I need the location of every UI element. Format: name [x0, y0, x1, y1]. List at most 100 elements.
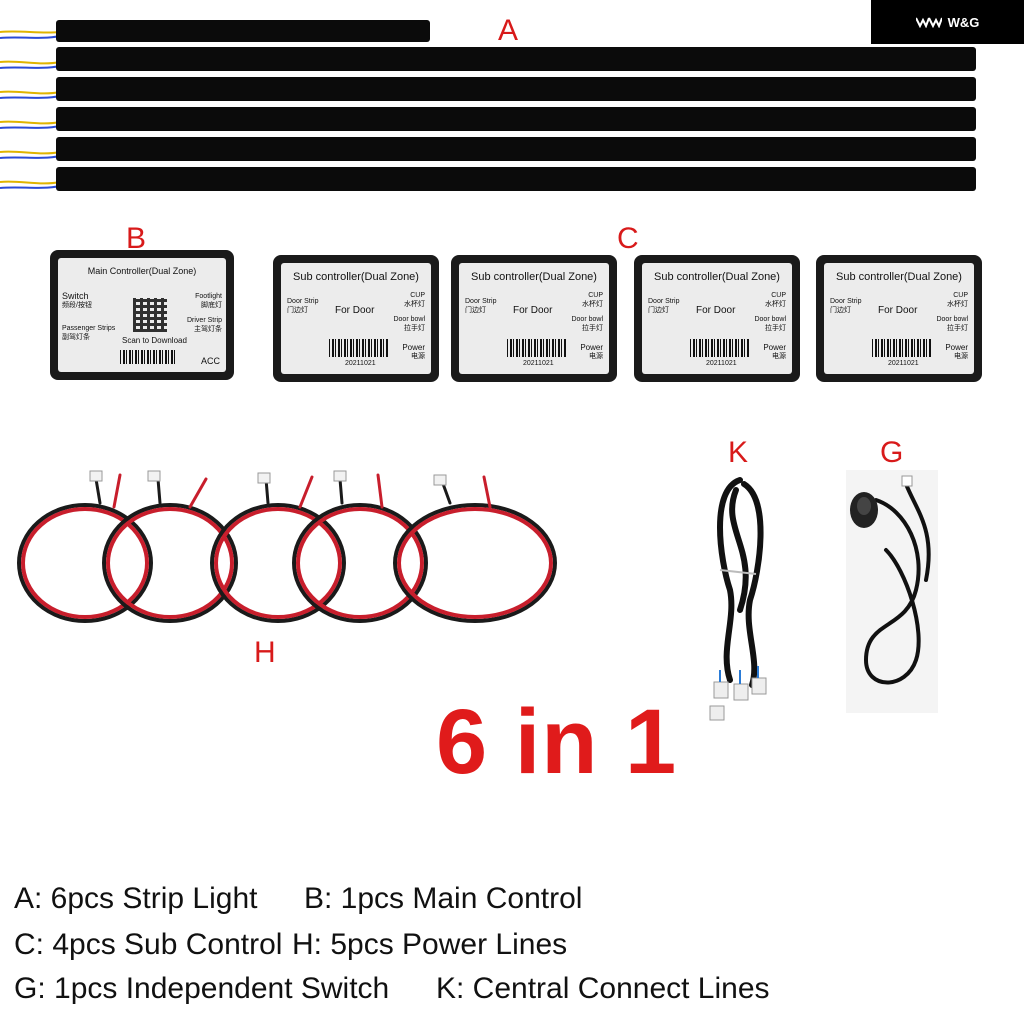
sc-cup-cn: 水杯灯	[765, 301, 786, 308]
strip-light-4	[56, 107, 976, 131]
sc-door-strip-cn: 门边灯	[648, 307, 669, 314]
legend-g: G: 1pcs Independent Switch	[14, 972, 390, 1005]
main-controller-label: Main Controller(Dual Zone) Switch 频段/按钮 …	[58, 258, 226, 372]
sc-door-bowl-text: Door bowl	[754, 316, 786, 323]
sc-for-door: For Door	[513, 305, 553, 316]
sc-barcode	[872, 339, 932, 357]
sub-controller-label: Sub controller(Dual Zone) Door Strip 门边灯…	[459, 263, 609, 374]
legend-b: B: 1pcs Main Control	[304, 882, 583, 915]
sc-power-cn: 电源	[411, 353, 425, 360]
mc-driver-strip: Driver Strip 主驾灯条	[187, 316, 222, 334]
power-line-1	[17, 470, 153, 623]
sc-door-bowl-cn: 拉手灯	[404, 325, 425, 332]
sc-power: Power 电源	[402, 343, 425, 361]
sc-cup-text: CUP	[410, 292, 425, 299]
sc-door-strip-text: Door Strip	[465, 298, 497, 305]
mc-driver-strip-text: Driver Strip	[186, 317, 222, 324]
sc-cup: CUP 水杯灯	[947, 291, 968, 309]
sc-door-bowl-text: Door bowl	[393, 316, 425, 323]
sc-power-text: Power	[763, 343, 786, 352]
strip-light-2	[56, 47, 976, 71]
headline: 6 in 1	[436, 691, 678, 793]
sc-door-bowl-cn: 拉手灯	[947, 325, 968, 332]
sc-door-strip-text: Door Strip	[830, 298, 862, 305]
legend-a: A: 6pcs Strip Light	[14, 882, 258, 915]
mc-passenger-strips: Passenger Strips 副驾灯条	[62, 324, 115, 342]
sc-cup-cn: 水杯灯	[404, 301, 425, 308]
sub-controller-label: Sub controller(Dual Zone) Door Strip 门边灯…	[281, 263, 431, 374]
sub-controller-1: Sub controller(Dual Zone) Door Strip 门边灯…	[273, 255, 439, 382]
sub-controller-2: Sub controller(Dual Zone) Door Strip 门边灯…	[451, 255, 617, 382]
central-connect-lines	[709, 477, 767, 721]
sc-cup: CUP 水杯灯	[765, 291, 786, 309]
mc-switch-cn: 频段/按钮	[62, 302, 92, 309]
sc-barcode-text: 20211021	[523, 360, 554, 367]
legend-k: K: Central Connect Lines	[436, 972, 770, 1005]
sc-power-cn: 电源	[772, 353, 786, 360]
sc-power: Power 电源	[763, 343, 786, 361]
logo-text: W&G	[947, 14, 980, 30]
mc-scan: Scan to Download	[122, 336, 187, 345]
label-b: B	[126, 222, 147, 255]
sc-door-strip-text: Door Strip	[287, 298, 319, 305]
power-line-2	[102, 470, 238, 623]
sc-door-strip-cn: 门边灯	[830, 307, 851, 314]
strip-light-5	[56, 137, 976, 161]
label-g: G	[880, 436, 904, 469]
mc-driver-strip-cn: 主驾灯条	[194, 326, 222, 333]
sc-door-strip: Door Strip 门边灯	[830, 297, 862, 315]
logo-icon	[915, 17, 942, 28]
sc-door-bowl: Door bowl 拉手灯	[571, 315, 603, 333]
strip-light-1	[56, 20, 430, 42]
sc-for-door: For Door	[696, 305, 736, 316]
sub-controller-label: Sub controller(Dual Zone) Door Strip 门边灯…	[824, 263, 974, 374]
label-k: K	[728, 436, 749, 469]
sc-power-cn: 电源	[954, 353, 968, 360]
mc-footlight: Footlight 脚底灯	[195, 292, 222, 310]
sc-barcode-text: 20211021	[706, 360, 737, 367]
sc-title: Sub controller(Dual Zone)	[654, 271, 780, 283]
power-line-4	[292, 470, 428, 623]
sc-cup-cn: 水杯灯	[947, 301, 968, 308]
sc-door-bowl: Door bowl 拉手灯	[754, 315, 786, 333]
sc-title: Sub controller(Dual Zone)	[836, 271, 962, 283]
main-controller: Main Controller(Dual Zone) Switch 频段/按钮 …	[50, 250, 234, 380]
sc-title: Sub controller(Dual Zone)	[471, 271, 597, 283]
sc-door-bowl: Door bowl 拉手灯	[393, 315, 425, 333]
sc-power-cn: 电源	[589, 353, 603, 360]
power-line-5	[393, 474, 557, 623]
legend-c: C: 4pcs Sub Control	[14, 928, 283, 961]
sub-controller-3: Sub controller(Dual Zone) Door Strip 门边灯…	[634, 255, 800, 382]
power-lines	[17, 470, 557, 623]
sc-power: Power 电源	[945, 343, 968, 361]
sc-for-door: For Door	[878, 305, 918, 316]
mc-barcode	[120, 350, 176, 364]
sc-door-strip-cn: 门边灯	[287, 307, 308, 314]
independent-switch	[846, 470, 938, 713]
legend-h: H: 5pcs Power Lines	[292, 928, 568, 961]
sc-power-text: Power	[945, 343, 968, 352]
sc-cup-cn: 水杯灯	[582, 301, 603, 308]
sc-barcode	[329, 339, 389, 357]
mc-footlight-cn: 脚底灯	[201, 302, 222, 309]
strip-light-3	[56, 77, 976, 101]
mc-footlight-text: Footlight	[195, 293, 222, 300]
sc-cup-text: CUP	[588, 292, 603, 299]
sc-barcode-text: 20211021	[888, 360, 919, 367]
sc-door-bowl-cn: 拉手灯	[765, 325, 786, 332]
sc-door-bowl-text: Door bowl	[936, 316, 968, 323]
mc-switch: Switch 频段/按钮	[62, 292, 92, 310]
sc-power-text: Power	[580, 343, 603, 352]
sc-door-bowl-text: Door bowl	[571, 316, 603, 323]
label-a: A	[498, 14, 519, 47]
sc-barcode-text: 20211021	[345, 360, 376, 367]
sc-barcode	[507, 339, 567, 357]
sc-title: Sub controller(Dual Zone)	[293, 271, 419, 283]
sc-door-strip: Door Strip 门边灯	[648, 297, 680, 315]
sc-cup: CUP 水杯灯	[404, 291, 425, 309]
sub-controller-label: Sub controller(Dual Zone) Door Strip 门边灯…	[642, 263, 792, 374]
mc-passenger-strips-cn: 副驾灯条	[62, 334, 90, 341]
strip-light-6	[56, 167, 976, 191]
sc-door-bowl: Door bowl 拉手灯	[936, 315, 968, 333]
power-line-3	[210, 472, 346, 623]
